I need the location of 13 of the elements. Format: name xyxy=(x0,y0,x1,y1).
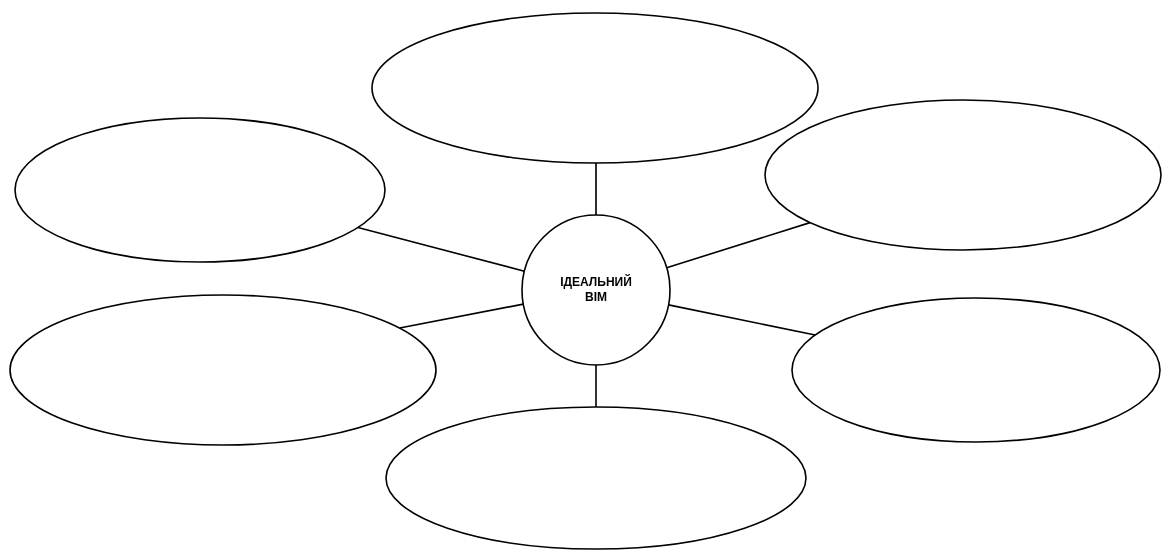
connector-line xyxy=(595,162,597,216)
connector-line xyxy=(595,364,597,408)
node-label: ІДЕАЛЬНИЙ ВІМ xyxy=(559,275,633,305)
ellipse-node xyxy=(791,297,1161,443)
ellipse-node xyxy=(371,12,819,164)
connector-line xyxy=(665,221,811,269)
ellipse-node xyxy=(385,406,807,550)
ellipse-node xyxy=(14,117,386,263)
connector-line xyxy=(398,303,525,329)
ellipse-node xyxy=(9,294,437,446)
connector-line xyxy=(357,226,526,272)
central-circle xyxy=(521,214,671,366)
ellipse-node xyxy=(764,99,1162,251)
